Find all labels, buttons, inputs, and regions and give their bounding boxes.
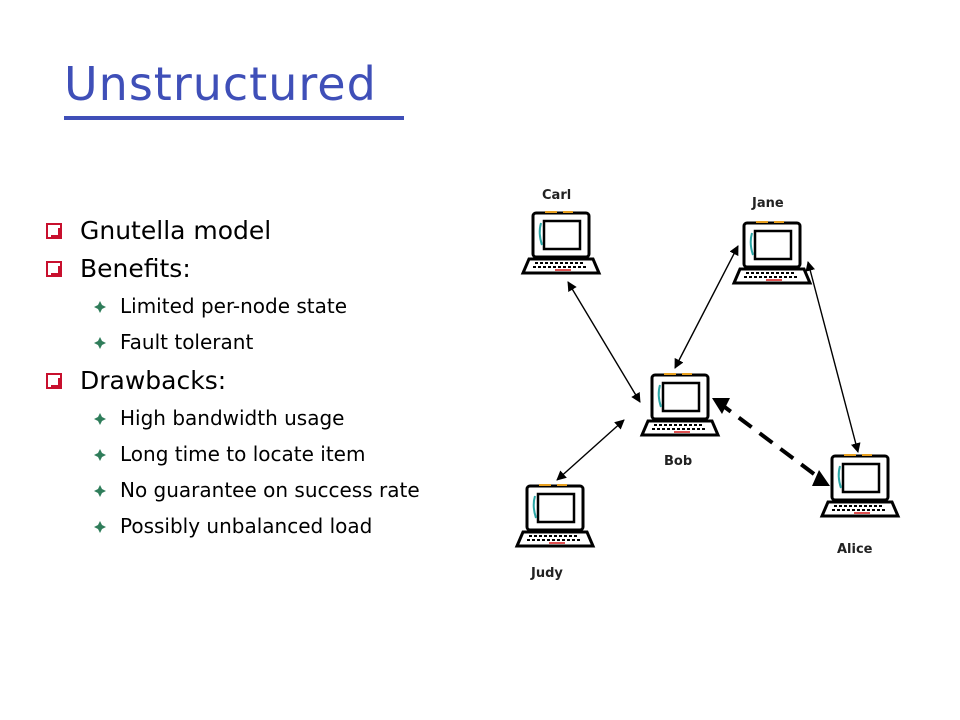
bullet-text: Drawbacks: <box>80 366 227 395</box>
bullet-benefits: Benefits: <box>46 250 420 288</box>
link-carl-bob <box>567 281 641 403</box>
bullet-item: Benefits: Limited per-node state Fault t… <box>46 250 420 360</box>
sub-bullet-list: High bandwidth usage Long time to locate… <box>46 400 420 544</box>
node-label-alice: Alice <box>837 542 873 557</box>
checkbox-bullet-icon <box>46 373 62 389</box>
sub-bullet-text: Possibly unbalanced load <box>120 514 373 538</box>
node-label-bob: Bob <box>664 454 692 469</box>
diamond-bullet-icon <box>94 521 106 533</box>
link-bob-judy <box>556 419 625 481</box>
sub-bullet-text: Long time to locate item <box>120 442 366 466</box>
bullet-drawbacks: Drawbacks: <box>46 362 420 400</box>
computer-icon <box>820 453 900 518</box>
sub-bullet: Fault tolerant <box>46 324 420 360</box>
sub-bullet-text: No guarantee on success rate <box>120 478 420 502</box>
diamond-bullet-icon <box>94 413 106 425</box>
sub-bullet: Possibly unbalanced load <box>46 508 420 544</box>
node-label-jane: Jane <box>751 196 784 211</box>
sub-bullet-text: Limited per-node state <box>120 294 348 318</box>
diamond-bullet-icon <box>94 485 106 497</box>
bullet-text: Gnutella model <box>80 216 272 245</box>
diamond-bullet-icon <box>94 337 106 349</box>
link-jane-alice <box>805 261 861 453</box>
computer-icon <box>521 210 601 275</box>
sub-bullet: Long time to locate item <box>46 436 420 472</box>
node-label-carl: Carl <box>542 188 571 203</box>
computer-icon <box>732 220 812 285</box>
link-jane-bob <box>674 245 739 369</box>
slide-title: Unstructured <box>64 52 404 120</box>
sub-bullet-text: High bandwidth usage <box>120 406 345 430</box>
sub-bullet: High bandwidth usage <box>46 400 420 436</box>
sub-bullet: Limited per-node state <box>46 288 420 324</box>
diamond-bullet-icon <box>94 449 106 461</box>
computer-icon <box>515 483 595 548</box>
sub-bullet-list: Limited per-node state Fault tolerant <box>46 288 420 360</box>
bullet-item: Gnutella model <box>46 212 420 250</box>
checkbox-bullet-icon <box>46 223 62 239</box>
bullet-list: Gnutella model Benefits: Limited per-nod… <box>46 212 420 546</box>
diamond-bullet-icon <box>94 301 106 313</box>
bullet-text: Benefits: <box>80 254 191 283</box>
sub-bullet-text: Fault tolerant <box>120 330 254 354</box>
dashed-arrowhead-end <box>812 470 830 486</box>
dashed-arrowhead-start <box>712 398 730 414</box>
computer-icon <box>640 372 720 437</box>
bullet-item: Drawbacks: High bandwidth usage Long tim… <box>46 362 420 544</box>
sub-bullet: No guarantee on success rate <box>46 472 420 508</box>
link-bob-alice <box>716 400 824 482</box>
bullet-gnutella: Gnutella model <box>46 212 420 250</box>
checkbox-bullet-icon <box>46 261 62 277</box>
node-label-judy: Judy <box>530 566 563 581</box>
